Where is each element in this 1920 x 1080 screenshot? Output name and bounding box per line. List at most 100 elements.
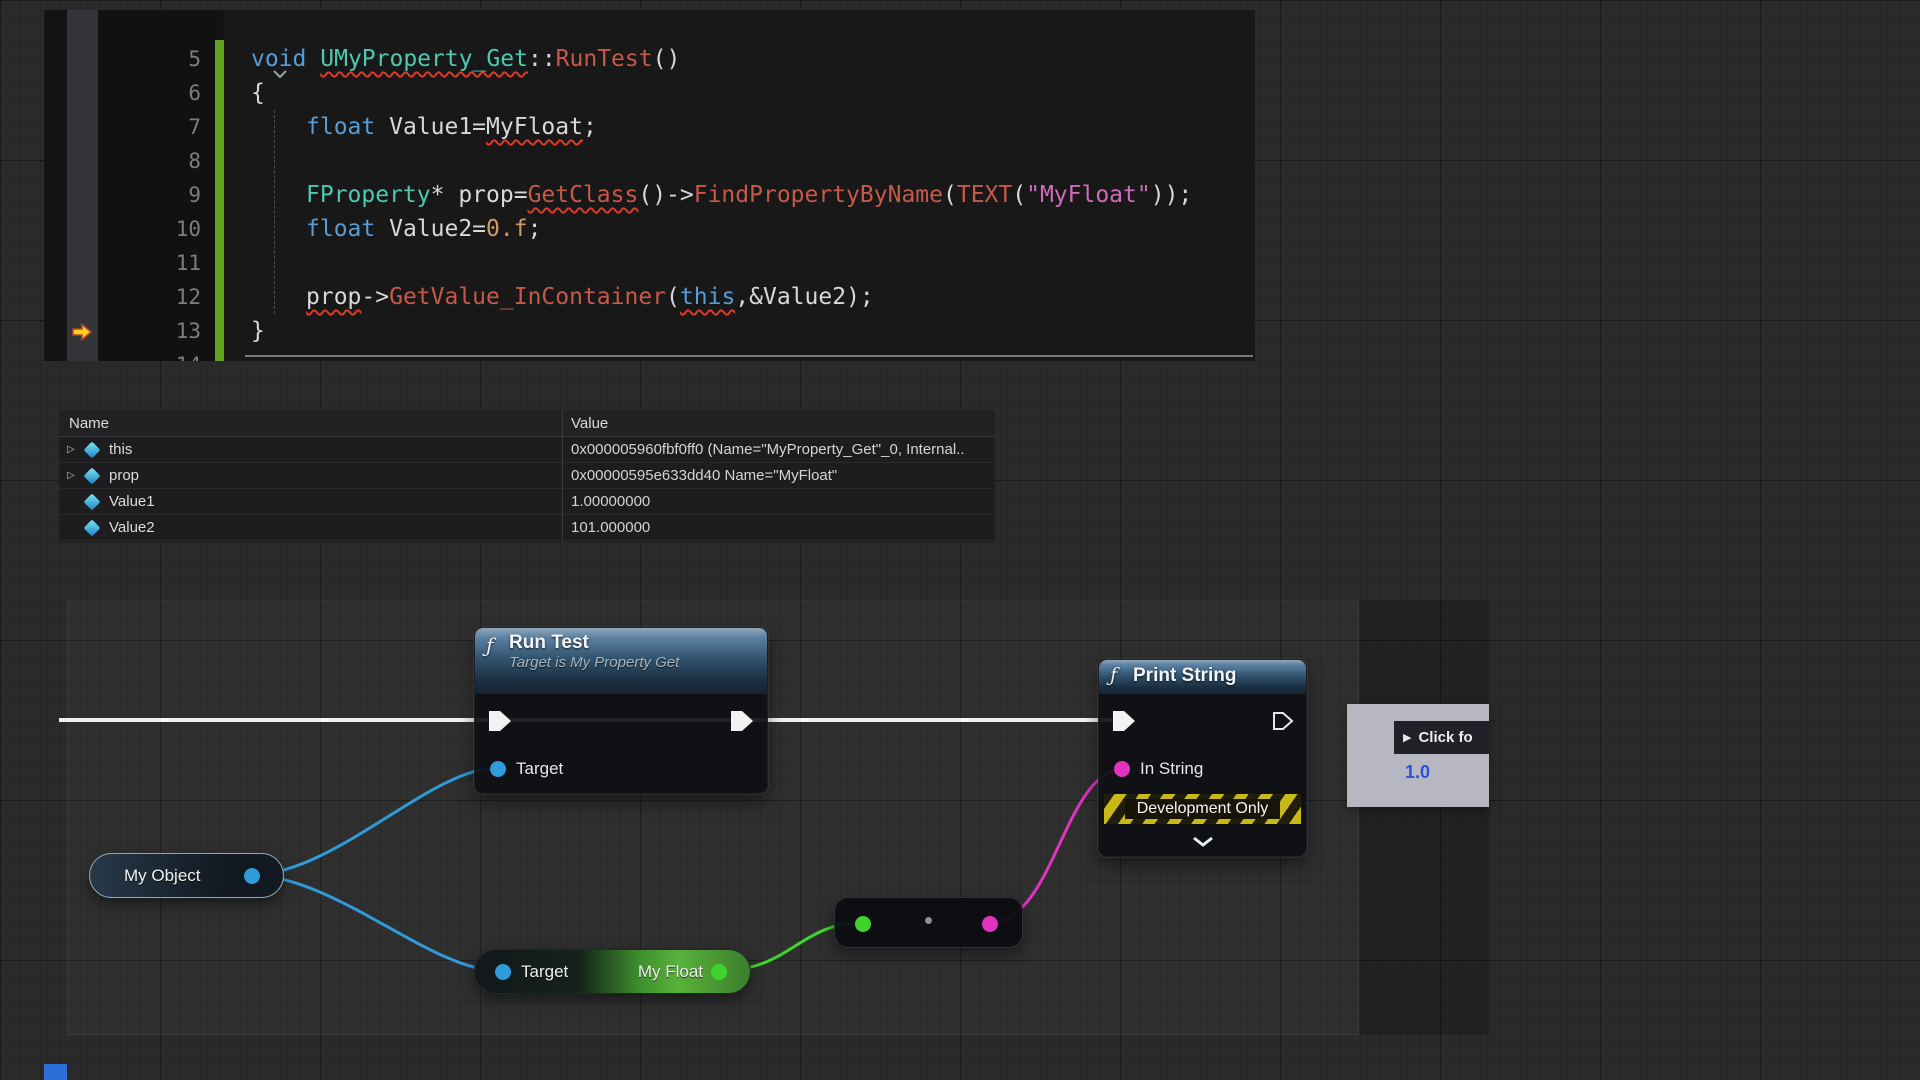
expand-chevron-icon[interactable]: [1192, 834, 1214, 852]
value-column-header[interactable]: Value: [571, 410, 608, 437]
watch-name: Value2: [109, 515, 155, 541]
watch-rows: ▷ this 0x000005960fbf0ff0 (Name="MyPropert…: [59, 437, 995, 541]
name-column-header[interactable]: Name: [69, 410, 109, 437]
code-lines: 5void UMyProperty_Get::RunTest()6{7float…: [44, 42, 1255, 361]
code-text: {: [224, 76, 265, 110]
line-margin[interactable]: [44, 246, 98, 280]
node-title: Run Test: [509, 628, 767, 654]
variable-icon: [84, 442, 101, 459]
line-margin[interactable]: [44, 280, 98, 314]
watch-row[interactable]: Value2 101.000000: [59, 515, 995, 541]
target-pin-label: Target: [521, 950, 568, 995]
line-margin[interactable]: [44, 76, 98, 110]
my-float-pin-label: My Float: [615, 950, 703, 995]
code-text: prop->GetValue_InContainer(this,&Value2)…: [224, 280, 874, 314]
node-run-test[interactable]: ƒ Run Test Target is My Property Get Tar…: [474, 627, 768, 794]
line-margin[interactable]: [44, 42, 98, 76]
code-line[interactable]: 8: [44, 144, 1255, 178]
expander-icon[interactable]: ▷: [67, 437, 75, 463]
object-out-pin[interactable]: [244, 868, 260, 884]
line-margin[interactable]: [44, 144, 98, 178]
target-pin[interactable]: [490, 761, 506, 777]
watch-row[interactable]: ▷ this 0x000005960fbf0ff0 (Name="MyPropert…: [59, 437, 995, 463]
line-margin[interactable]: [44, 314, 98, 348]
watch-name: Value1: [109, 489, 155, 515]
code-text: FProperty* prop=GetClass()->FindProperty…: [224, 178, 1192, 212]
line-margin[interactable]: [44, 110, 98, 144]
code-text: float Value2=0.f;: [224, 212, 541, 246]
line-number: 8: [98, 144, 215, 178]
code-line[interactable]: 9FProperty* prop=GetClass()->FindPropert…: [44, 178, 1255, 212]
code-line[interactable]: 11: [44, 246, 1255, 280]
target-pin[interactable]: [495, 964, 511, 980]
variable-icon: [84, 494, 101, 511]
code-line[interactable]: 5 void UMyProperty_Get::RunTest(): [44, 42, 1255, 76]
function-icon: ƒ: [486, 633, 493, 657]
watch-value: 101.000000: [571, 515, 650, 541]
node-my-object[interactable]: My Object: [89, 853, 284, 898]
variable-icon: [84, 468, 101, 485]
code-text: void UMyProperty_Get::RunTest(): [224, 42, 680, 76]
node-print-string[interactable]: ƒ Print String In String Development Onl…: [1098, 659, 1307, 857]
line-margin[interactable]: [44, 348, 98, 361]
code-line[interactable]: 10 float Value2=0.f;: [44, 212, 1255, 246]
code-text: [224, 144, 306, 178]
float-out-pin[interactable]: [711, 964, 727, 980]
exec-in-pin[interactable]: [1113, 711, 1135, 731]
line-margin[interactable]: [44, 212, 98, 246]
development-only-label: Development Only: [1125, 799, 1281, 819]
tooltip-header-label: Click fo: [1418, 729, 1472, 746]
watch-value: 1.00000000: [571, 489, 650, 515]
exec-in-pin[interactable]: [489, 711, 511, 731]
watch-row[interactable]: Value1 1.00000000: [59, 489, 995, 515]
column-divider[interactable]: [562, 410, 563, 542]
current-statement-arrow-icon: [71, 322, 93, 342]
editor-bottom-edge: [245, 355, 1253, 357]
line-number: 5: [98, 42, 215, 76]
in-string-pin[interactable]: [1114, 761, 1130, 777]
indent-guide: [274, 110, 275, 314]
watch-value: 0x000005960fbf0ff0 (Name="MyProperty_Get…: [571, 437, 965, 463]
line-number: 10: [98, 212, 215, 246]
expander-icon[interactable]: ▷: [67, 463, 75, 489]
code-line[interactable]: 13}: [44, 314, 1255, 348]
node-header: ƒ Run Test Target is My Property Get: [475, 628, 767, 694]
float-in-pin[interactable]: [855, 916, 871, 932]
code-text: }: [224, 314, 265, 348]
string-out-pin[interactable]: [982, 916, 998, 932]
code-text: [224, 246, 306, 280]
value-tooltip: ▶ Click fo 1.0: [1347, 704, 1489, 807]
in-string-pin-label: In String: [1140, 759, 1203, 779]
exec-out-pin[interactable]: [731, 711, 753, 731]
line-number: 12: [98, 280, 215, 314]
line-margin[interactable]: [44, 178, 98, 212]
node-my-float-getter[interactable]: Target My Float: [474, 949, 751, 994]
code-line[interactable]: 7 float Value1=MyFloat;: [44, 110, 1255, 144]
node-title: Print String: [1133, 660, 1306, 687]
code-line[interactable]: 6{: [44, 76, 1255, 110]
watch-row[interactable]: ▷prop0x00000595e633dd40 Name="MyFloat": [59, 463, 995, 489]
line-number: 13: [98, 314, 215, 348]
node-subtitle: Target is My Property Get: [509, 654, 767, 671]
code-text: float Value1=MyFloat;: [224, 110, 597, 144]
watch-name: this: [109, 437, 132, 463]
code-line[interactable]: 12 prop->GetValue_InContainer(this,&Value…: [44, 280, 1255, 314]
object-wire-to-run-test[interactable]: [250, 768, 497, 875]
line-number: 7: [98, 110, 215, 144]
window-corner-accent: [44, 1064, 67, 1080]
object-wire-to-getter[interactable]: [250, 875, 500, 971]
target-pin-label: Target: [516, 759, 563, 779]
line-number: 11: [98, 246, 215, 280]
play-arrow-icon: ▶: [1403, 731, 1411, 744]
watch-header-row: Name Value: [59, 410, 995, 437]
variable-icon: [84, 520, 101, 537]
exec-out-pin[interactable]: [1272, 711, 1294, 731]
node-conversion-knot[interactable]: [834, 897, 1023, 948]
watch-name: prop: [109, 463, 139, 489]
variable-label: My Object: [124, 854, 201, 899]
node-header: ƒ Print String: [1099, 660, 1306, 694]
tooltip-header[interactable]: ▶ Click fo: [1394, 721, 1489, 754]
knot-dot-icon: [925, 917, 932, 924]
function-icon: ƒ: [1110, 664, 1117, 686]
line-number: 6: [98, 76, 215, 110]
